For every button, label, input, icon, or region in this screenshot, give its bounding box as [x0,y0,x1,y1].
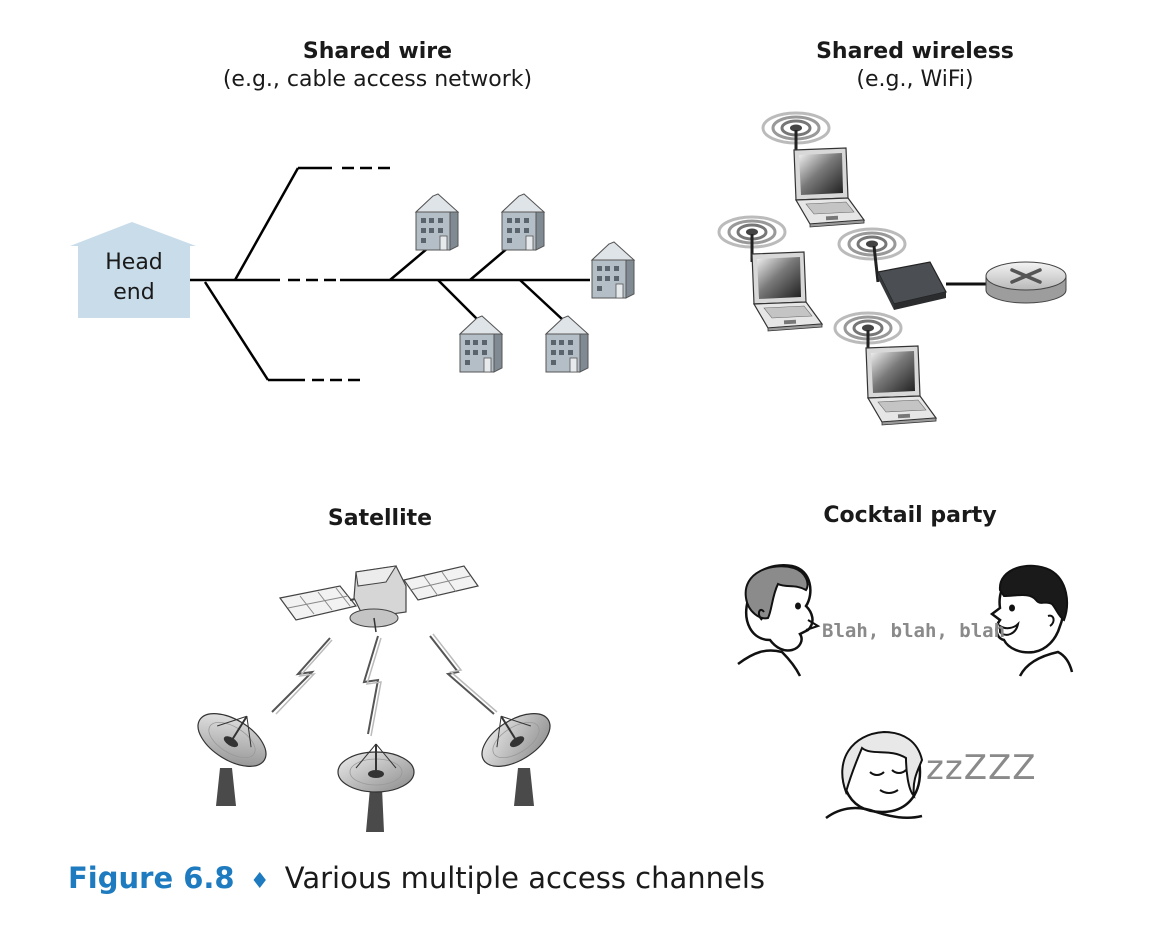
person-right-icon [989,564,1074,677]
speech-text: Blah, blah, blah [822,620,1006,642]
headend-label-line1: Head [105,250,163,275]
house-icon [415,193,459,251]
figure-caption: Figure 6.8 ♦ Various multiple access cha… [68,860,765,900]
satellite-title: Satellite [327,506,433,531]
wireless-signal-icon [837,227,907,261]
person-left-icon [737,564,821,677]
satellite-dish-icon [188,695,281,806]
satellite-dish-icon [337,743,415,832]
headend-label-line2: end [113,280,155,305]
shared-wire-title: Shared wire [302,39,453,64]
cocktail-party-diagram [737,564,1074,820]
satellite-dish-icon [467,695,560,806]
shared-wireless-subtitle: (e.g., WiFi) [856,67,974,92]
satellite-icon [278,565,480,633]
house-icon [545,315,589,373]
shared-wireless-title-block: Shared wireless (e.g., WiFi) [790,38,1040,94]
shared-wire-subtitle: (e.g., cable access network) [222,67,533,92]
satellite-diagram [188,565,560,832]
shared-wire-diagram [70,166,635,382]
caption-separator: ♦ [249,869,270,894]
figure-number: Figure 6.8 [68,861,235,895]
laptop-icon [865,345,937,426]
headend-label: Head end [96,248,172,308]
shared-wire-title-block: Shared wire (e.g., cable access network) [200,38,555,94]
laptop-icon [751,251,823,332]
cocktail-title-block: Cocktail party [810,502,1010,530]
cocktail-title: Cocktail party [823,503,997,528]
satellite-title-block: Satellite [300,505,460,533]
cable-lines [190,166,590,382]
caption-text: Various multiple access channels [284,861,766,895]
router-icon [985,261,1067,304]
radio-links [271,633,498,737]
house-icon [459,315,503,373]
headend-building [70,222,196,318]
sleeping-person-icon [825,730,924,820]
access-point-icon [872,245,947,310]
snore-text: zzZZZ [926,748,1037,788]
shared-wireless-diagram [717,111,1067,426]
house-icon [501,193,545,251]
laptop-icon [793,147,865,228]
shared-wireless-title: Shared wireless [816,39,1014,64]
house-icon [591,241,635,299]
